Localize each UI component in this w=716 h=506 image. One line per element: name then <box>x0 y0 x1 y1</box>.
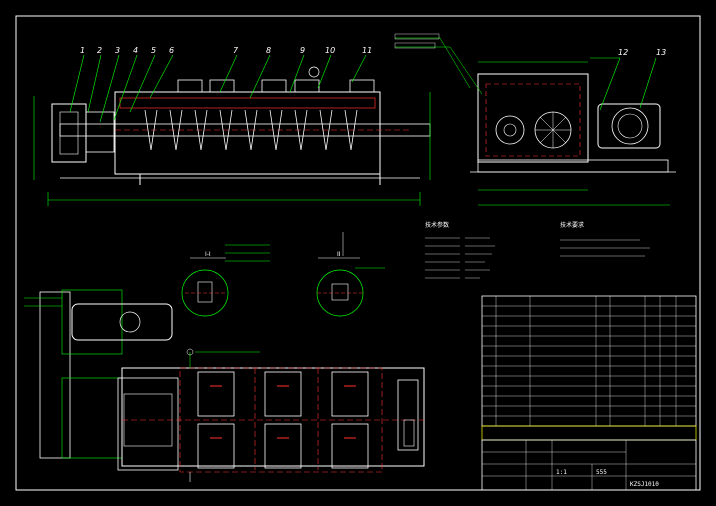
side-view <box>394 33 676 206</box>
part-numbers: 1 2 3 4 5 6 7 8 9 10 11 12 13 <box>80 46 666 57</box>
part-number-5: 5 <box>151 46 156 55</box>
section-label-I: I-I <box>205 251 211 258</box>
tech-params-title: 技术参数 <box>425 221 449 229</box>
front-view <box>33 54 431 206</box>
sheet-border <box>15 15 701 491</box>
part-number-3: 3 <box>115 46 120 55</box>
tech-notes: 技术要求 <box>560 221 650 257</box>
part-number-4: 4 <box>133 46 138 55</box>
tech-params: 技术参数 <box>425 221 495 279</box>
part-number-11: 11 <box>362 46 372 55</box>
tech-notes-title: 技术要求 <box>560 221 584 229</box>
title-scale: 1:1 <box>556 469 567 476</box>
top-view <box>24 289 425 482</box>
title-block: 1:1 555 KZSJ1010 <box>481 439 697 491</box>
part-number-8: 8 <box>266 46 271 55</box>
part-number-9: 9 <box>300 46 305 55</box>
title-sheet: 555 <box>596 469 607 476</box>
part-number-7: 7 <box>233 46 239 55</box>
section-label-II: II <box>337 251 341 258</box>
section-detail-I <box>181 244 270 317</box>
part-number-13: 13 <box>656 48 666 57</box>
part-number-2: 2 <box>97 46 102 55</box>
section-detail-II <box>316 232 385 317</box>
title-drawing-no: KZSJ1010 <box>630 481 659 488</box>
part-number-10: 10 <box>325 46 335 55</box>
part-number-1: 1 <box>80 46 85 55</box>
parts-list <box>481 295 697 441</box>
part-number-6: 6 <box>169 46 174 55</box>
part-number-12: 12 <box>618 48 628 57</box>
